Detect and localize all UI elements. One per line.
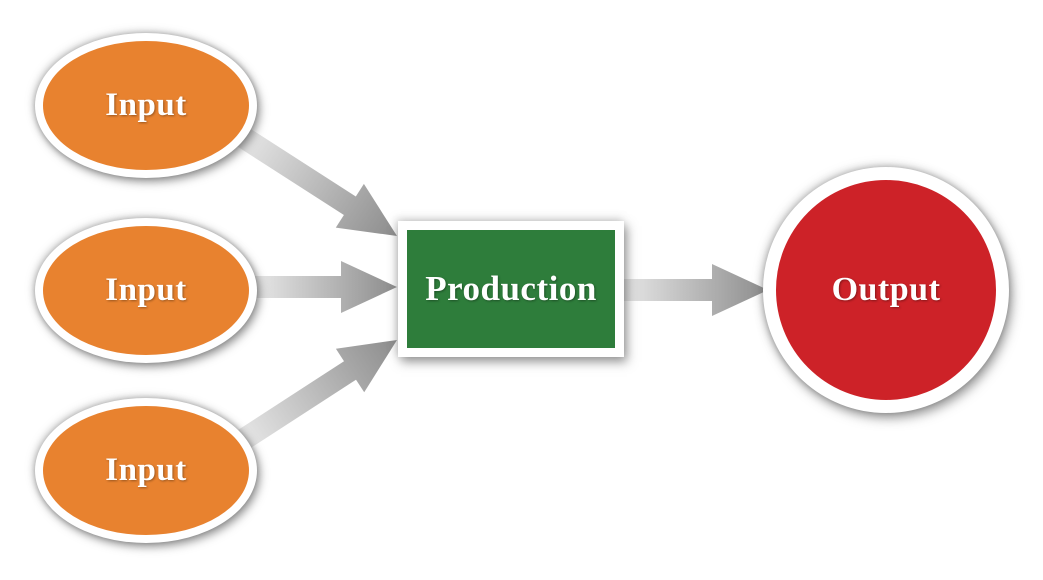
output-node-label: Output — [831, 271, 941, 308]
input-node-3-label: Input — [105, 452, 187, 488]
arrow-production-to-output — [612, 264, 768, 316]
input-node-1: Input — [35, 33, 257, 178]
arrow-input-1-to-production — [226, 120, 397, 236]
production-node-label: Production — [425, 269, 597, 308]
arrow-input-3-to-production — [226, 340, 397, 457]
input-node-3: Input — [35, 398, 257, 543]
output-node: Output — [763, 167, 1009, 413]
arrow-input-2-to-production — [246, 261, 397, 313]
production-node: Production — [398, 221, 624, 357]
input-node-2-label: Input — [105, 272, 187, 308]
input-node-2: Input — [35, 218, 257, 363]
input-node-1-label: Input — [105, 87, 187, 123]
